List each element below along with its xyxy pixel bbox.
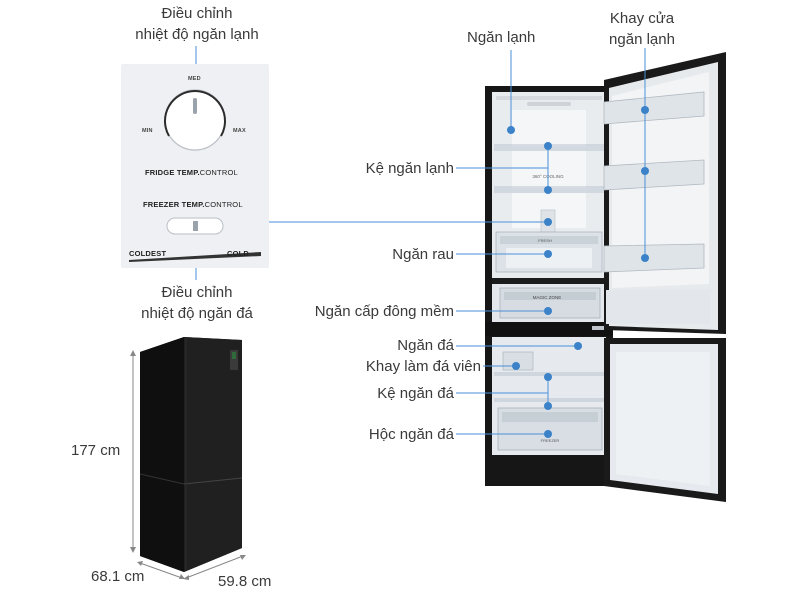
freezer-temp-label-bold: FREEZER TEMP. [143,200,205,209]
fridge-shelf-label: Kệ ngăn lạnh [365,160,454,177]
width-dimension: 59.8 cm [218,573,272,590]
dial-max-label: MAX [233,128,246,134]
fridge-temp-label-bold: FRIDGE TEMP. [145,168,200,177]
closed-fridge [139,337,243,572]
callout-lines [195,46,646,435]
freezer-door [604,338,726,502]
ice-tray-label: Khay làm đá viên [365,358,481,375]
fridge-temp-control-label: FRIDGE TEMP.CONTROL [145,168,238,177]
fridge-compartment-label: Ngăn lạnh [467,29,536,46]
vegetable-drawer-label: Ngăn rau [392,246,454,263]
dial-min-label: MIN [142,128,153,134]
freezer-print: FREEZER [541,438,560,443]
fridge-temp-label-thin: CONTROL [199,168,238,177]
freezer-drawer-label: Hộc ngăn đá [368,426,454,443]
freezer-temp-control-label: FREEZER TEMP.CONTROL [143,200,243,209]
depth-dimension: 68.1 cm [91,568,145,585]
fridge-door-tray-label: Khay cửa ngăn lạnh [609,10,675,48]
cold-label: COLD [227,249,250,258]
control-panel: MED MIN MAX FRIDGE TEMP.CONTROL FREEZER … [121,64,269,268]
height-dimension: 177 cm [71,442,121,459]
freezer-compartment-label: Ngăn đá [397,337,454,354]
fresh-print: FRESH [538,238,552,243]
fridge-door [603,52,726,334]
freezer-temp-adjust-label: Điều chỉnh nhiệt độ ngăn đá [141,284,253,322]
freezer-drawer: FREEZER [497,407,603,451]
fridge-temp-adjust-label: Điều chỉnh nhiệt độ ngăn lạnh [135,5,259,43]
control-panel-art [129,89,261,262]
soft-freeze-zone: MAGIC ZONE [492,284,606,322]
dimension-lines [130,350,246,580]
freezer-shelf-label: Kệ ngăn đá [377,385,454,402]
soft-freeze-label: Ngăn cấp đông mềm [314,303,454,320]
dial-med-label: MED [188,76,201,82]
freezer-temp-label-thin: CONTROL [204,200,243,209]
magic-zone-print: MAGIC ZONE [533,295,562,300]
coldest-label: COLDEST [129,249,167,258]
